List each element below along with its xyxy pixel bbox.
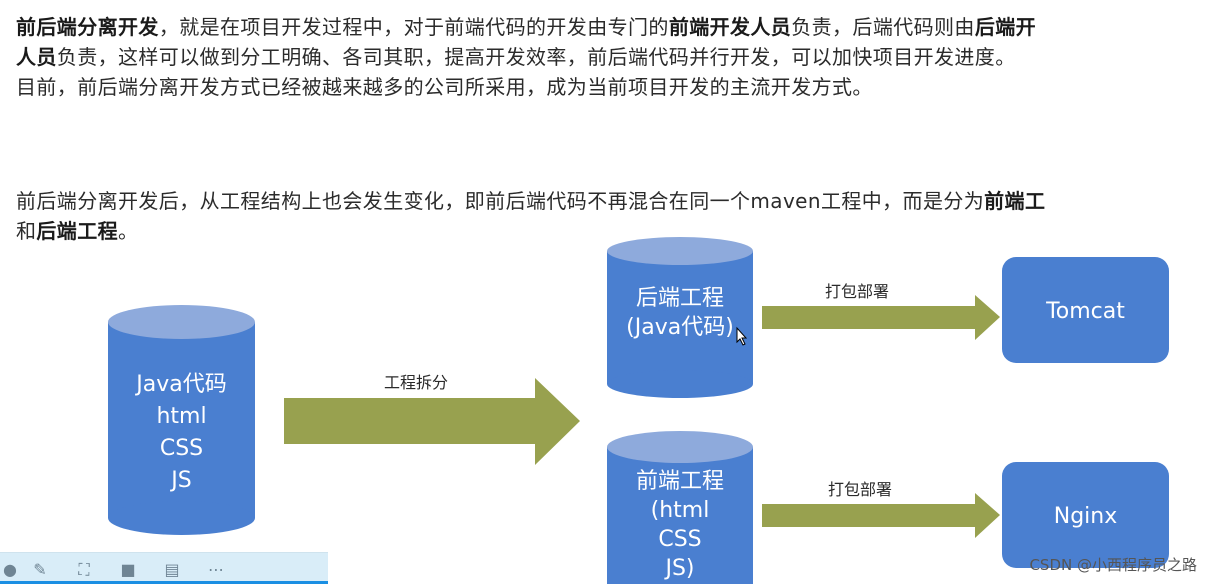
watermark: CSDN @小西程序员之路	[1029, 556, 1197, 574]
deploy-label-bottom: 打包部署	[828, 480, 892, 499]
mouse-cursor-icon	[736, 326, 748, 346]
bold-term: 人员	[16, 45, 57, 69]
bold-term: 后端工程	[36, 219, 119, 243]
bold-term: 前端开发人员	[668, 15, 792, 39]
bold-term: 前后端分离开发	[16, 15, 159, 39]
paragraph-intro: 前后端分离开发，就是在项目开发过程中，对于前端代码的开发由专门的前端开发人员负责…	[16, 12, 1036, 102]
text-span: ，就是在项目开发过程中，对于前端代码的开发由专门的	[158, 15, 669, 39]
deploy-arrow-bottom: 打包部署	[762, 480, 1000, 538]
camera-icon[interactable]: ■	[120, 560, 136, 579]
tomcat-box: Tomcat	[1002, 257, 1169, 363]
bold-term: 后端开	[974, 15, 1037, 39]
source-line-1: Java代码	[134, 372, 226, 397]
more-icon[interactable]: ⋯	[208, 560, 224, 579]
frontend-line-1: 前端工程	[636, 469, 724, 494]
frontend-cylinder: 前端工程 (html CSS JS)	[607, 431, 753, 584]
text-span: 负责，这样可以做到分工明确、各司其职，提高开发效率，前后端代码并行开发，可以加快…	[56, 45, 1016, 69]
annotation-toolbar: ● ✎ ⛶ ■ ▤ ⋯	[0, 552, 328, 584]
source-line-3: CSS	[160, 436, 203, 461]
text-span: 前后端分离开发后，从工程结构上也会发生变化，即前后端代码不再混合在同一个mave…	[16, 189, 985, 213]
nginx-box: Nginx	[1002, 462, 1169, 568]
bold-term: 前端工	[984, 189, 1046, 213]
backend-line-2: (Java代码)	[626, 315, 734, 340]
text-span: 和	[16, 219, 37, 243]
frontend-line-2: (html	[651, 498, 710, 523]
tomcat-label: Tomcat	[1045, 299, 1125, 324]
split-arrow: 工程拆分	[284, 373, 580, 465]
frontend-line-3: CSS	[658, 527, 701, 552]
frontend-line-4: JS)	[663, 556, 694, 581]
paragraph-structure: 前后端分离开发后，从工程结构上也会发生变化，即前后端代码不再混合在同一个mave…	[16, 186, 1045, 246]
source-line-2: html	[156, 404, 206, 429]
playback-progress	[0, 581, 328, 584]
text-span: 目前，前后端分离开发方式已经被越来越多的公司所采用，成为当前项目开发的主流开发方…	[16, 75, 873, 99]
backend-cylinder: 后端工程 (Java代码)	[607, 237, 753, 398]
backend-line-1: 后端工程	[636, 286, 724, 311]
text-span: 。	[118, 219, 139, 243]
note-icon[interactable]: ▤	[164, 560, 180, 579]
source-line-4: JS	[169, 468, 191, 493]
capture-icon[interactable]: ⛶	[78, 560, 90, 579]
deploy-arrow-top: 打包部署	[762, 282, 1000, 340]
pen-icon[interactable]: ✎	[33, 560, 47, 579]
circle-icon[interactable]: ●	[3, 560, 17, 579]
text-span: 负责，后端代码则由	[791, 15, 975, 39]
split-label: 工程拆分	[384, 373, 448, 392]
deploy-label-top: 打包部署	[825, 282, 889, 301]
source-cylinder: Java代码 html CSS JS	[108, 305, 255, 535]
nginx-label: Nginx	[1054, 504, 1118, 529]
